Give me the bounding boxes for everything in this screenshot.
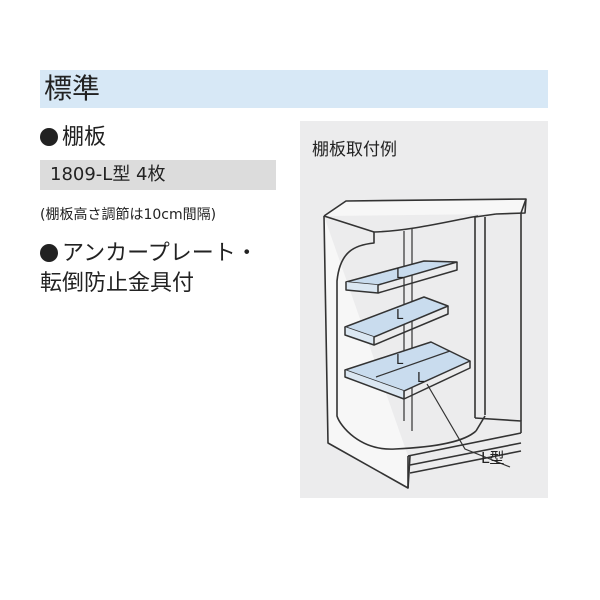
shelf-heading-label: 棚板 — [62, 125, 107, 150]
anchor-heading: アンカープレート・ — [40, 240, 258, 268]
anchor-heading-line2: 転倒防止金具付 — [40, 271, 195, 296]
bullet-dot-icon — [40, 128, 58, 146]
callout-leader — [426, 383, 511, 468]
callout-label: L型 — [481, 449, 504, 467]
spec-box — [40, 160, 276, 190]
header-band — [40, 70, 548, 108]
page-title: 標準 — [44, 72, 101, 105]
cabinet-left-side — [323, 215, 409, 489]
shelf-label: L — [396, 267, 404, 282]
anchor-heading-line1: アンカープレート・ — [62, 241, 258, 266]
example-title: 棚板取付例 — [312, 140, 397, 160]
shelf-label: L — [396, 308, 404, 323]
shelf-example-diagram: L L L L L型 — [323, 198, 527, 489]
spec-text: 1809-L型 4枚 — [50, 164, 166, 185]
shelf-heading: 棚板 — [40, 124, 106, 152]
shelf-label: L — [417, 371, 425, 386]
bullet-dot-icon — [40, 244, 58, 262]
shelf-label: L — [396, 353, 404, 368]
adjustment-note: (棚板高さ調節は10cm間隔) — [40, 207, 217, 223]
